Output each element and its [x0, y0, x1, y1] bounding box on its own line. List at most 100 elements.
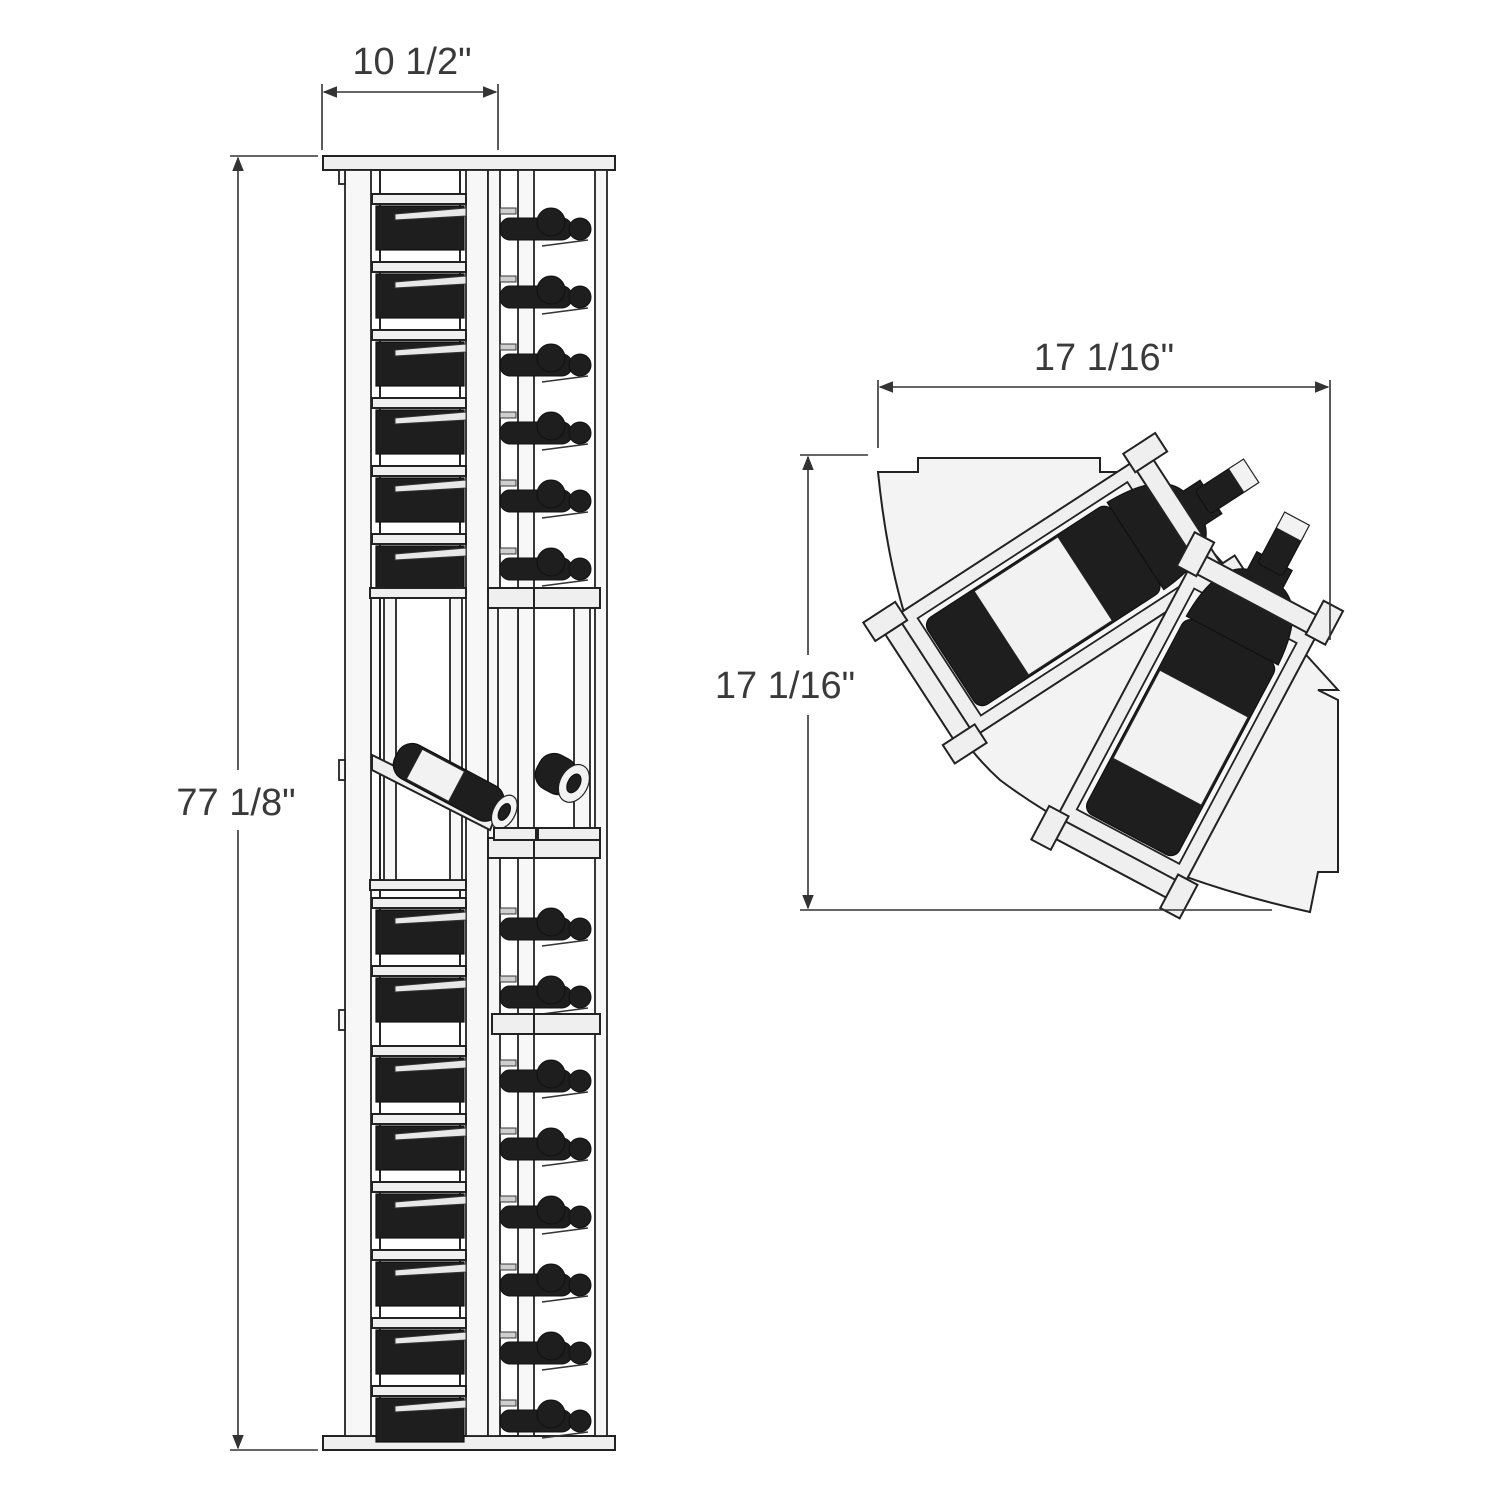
bottle-cap: [568, 285, 592, 309]
lower-row: [371, 1113, 467, 1171]
front-clip: [499, 1195, 517, 1203]
middle-shelf-lower: [369, 879, 467, 891]
shelf-rail: [371, 1385, 467, 1397]
front-bottle: [499, 547, 592, 587]
bottle-cap: [568, 1137, 592, 1161]
top-cradle-1: [861, 431, 1260, 765]
bottle-cap: [568, 917, 592, 941]
front-bottle: [499, 1127, 592, 1167]
front-clip: [499, 479, 517, 487]
shelf-rail: [371, 1181, 467, 1193]
lower-row: [371, 1385, 467, 1443]
open-rail-front-2: [573, 607, 591, 839]
upper-rear-rows: [371, 193, 467, 591]
front-clip: [499, 207, 517, 215]
top-view: [861, 431, 1345, 920]
front-bottle: [499, 275, 592, 315]
front-bottle: [499, 975, 592, 1015]
bottle-cap: [568, 1273, 592, 1297]
bottle-cradle: [541, 375, 589, 383]
lower-rear-rows: [371, 897, 467, 1443]
mount-mid: [338, 759, 346, 781]
bottle-highlight: [394, 1399, 467, 1413]
mount-low: [338, 1009, 346, 1031]
shelf-rail: [371, 1045, 467, 1057]
front-bottle: [499, 1399, 592, 1439]
bottle-cradle: [541, 939, 589, 947]
bottle-cradle: [541, 1091, 589, 1099]
top-depth-dimension: 17 1/16": [700, 454, 1272, 911]
shelf-rail: [371, 1317, 467, 1329]
width-label: 10 1/2": [352, 41, 471, 83]
display-cradle-left: [493, 827, 537, 841]
display-bottle-2: [534, 752, 591, 803]
front-clip: [499, 411, 517, 419]
bottle-cap: [568, 1205, 592, 1229]
bottle-highlight: [394, 547, 467, 561]
front-clip: [499, 275, 517, 283]
front-bottle: [499, 1331, 592, 1371]
shelf-rail: [371, 1113, 467, 1125]
bottle-cradle: [541, 307, 589, 315]
bottle-cradle: [541, 579, 589, 587]
middle-bracket-upper-left: [487, 587, 535, 609]
bottle-shoulder: [536, 1331, 566, 1361]
mount-top: [338, 169, 346, 185]
bottle-shoulder: [536, 411, 566, 441]
bottle-cap: [568, 421, 592, 445]
front-upper-bottles: [499, 207, 592, 587]
bottle-cap: [568, 1409, 592, 1433]
front-bottle: [499, 411, 592, 451]
front-bottle: [499, 1263, 592, 1303]
shelf-rail: [371, 1249, 467, 1261]
bottle-shoulder: [536, 547, 566, 577]
upper-row: [371, 193, 467, 251]
top-width-label: 17 1/16": [1034, 337, 1174, 379]
bottle-shoulder: [536, 1127, 566, 1157]
bottle-cradle: [541, 1363, 589, 1371]
lower-row: [371, 1249, 467, 1307]
bottle-cap: [568, 1341, 592, 1365]
bottle-highlight: [394, 207, 467, 221]
shelf-rail: [371, 465, 467, 477]
front-bottle: [499, 1059, 592, 1099]
front-bottle: [499, 343, 592, 383]
bottle-shoulder: [536, 207, 566, 237]
lower-bracket-left: [491, 1013, 535, 1035]
top-cradle-2: [1029, 511, 1345, 920]
bottle-highlight: [394, 1263, 467, 1277]
bottle-cradle: [541, 511, 589, 519]
front-bottle: [499, 1195, 592, 1235]
bottle-shoulder: [536, 1399, 566, 1429]
bottle-shoulder: [536, 479, 566, 509]
shelf-rail: [371, 261, 467, 273]
bottle-cap: [568, 985, 592, 1009]
front-clip: [499, 547, 517, 555]
right-post-outer: [594, 169, 608, 1437]
shelf-rail: [371, 965, 467, 977]
bottle-cradle: [541, 1159, 589, 1167]
display-cradle-right: [537, 827, 601, 841]
front-clip: [499, 1331, 517, 1339]
bottle-cap: [568, 217, 592, 241]
width-dimension: 10 1/2": [321, 41, 499, 150]
upper-row: [371, 261, 467, 319]
front-bottle: [499, 479, 592, 519]
middle-shelf-upper: [369, 587, 467, 599]
shelf-rail: [371, 397, 467, 409]
front-bottle: [499, 907, 592, 947]
bottle-highlight: [394, 1127, 467, 1141]
bottle-highlight: [394, 979, 467, 993]
front-bottle: [499, 207, 592, 247]
front-lower-bottles: [499, 907, 592, 1439]
front-clip: [499, 1127, 517, 1135]
lower-row: [371, 1181, 467, 1239]
bottle-highlight: [394, 911, 467, 925]
bottle-cradle: [541, 239, 589, 247]
bottle-highlight: [394, 1331, 467, 1345]
bottle-shoulder: [536, 975, 566, 1005]
bottle-shoulder: [536, 907, 566, 937]
upper-row: [371, 329, 467, 387]
open-rail-right: [449, 597, 463, 881]
